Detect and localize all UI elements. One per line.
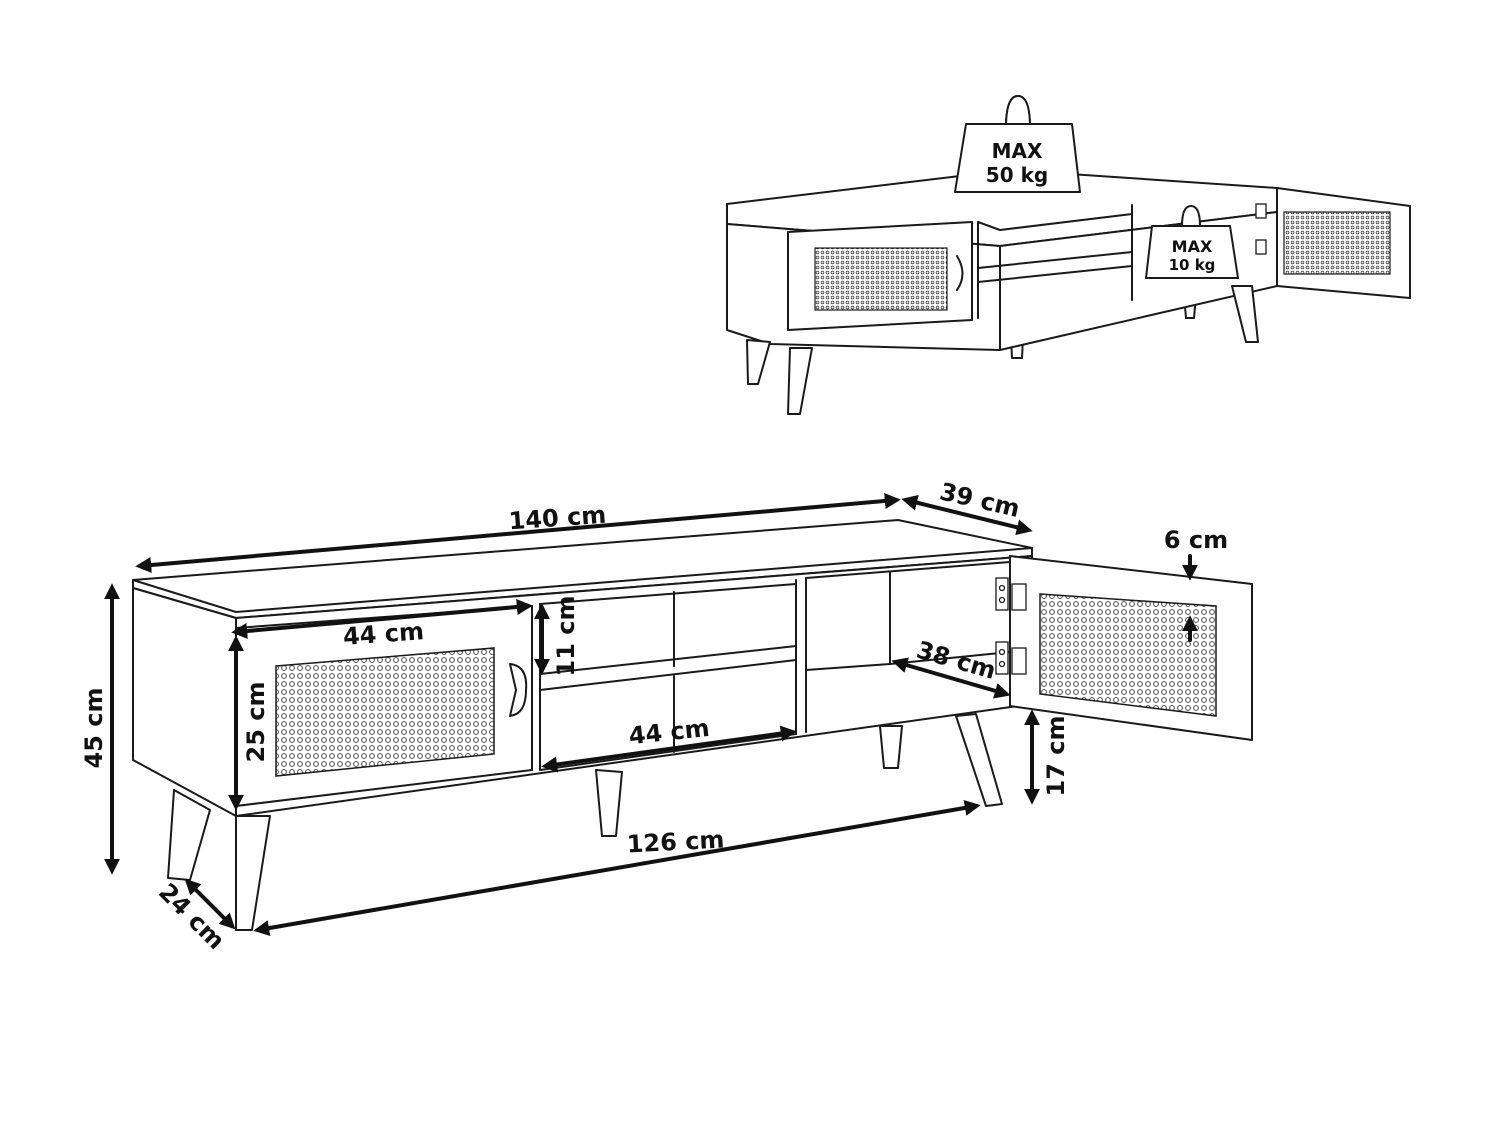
- hinge-small-bottom: [1255, 239, 1267, 255]
- weight-icon-10kg: MAX 10 kg: [1145, 205, 1239, 279]
- load-top-weight: 50 kg: [986, 163, 1048, 187]
- dim-line-shelf-width: [541, 725, 797, 773]
- leg-front-right: [1231, 285, 1259, 343]
- dim-line-depth: [901, 494, 1033, 536]
- label-door-thickness: 6 cm: [1164, 526, 1228, 554]
- leg-front-left-2-main: [235, 815, 271, 931]
- load-top-max: MAX: [992, 139, 1043, 163]
- label-door-width: 44 cm: [342, 617, 425, 651]
- label-leg-offset: 24 cm: [153, 878, 230, 955]
- dim-line-cabinet-depth: [891, 657, 1011, 699]
- hinge-small-top: [1255, 203, 1267, 219]
- label-door-height: 25 cm: [242, 682, 270, 763]
- dim-line-leg-offset: [184, 878, 236, 930]
- leg-front-left: [746, 339, 771, 385]
- dim-line-door-width: [231, 599, 533, 639]
- cane-panel-right: [1283, 211, 1391, 275]
- side-panel: [132, 587, 237, 817]
- weight-icon-50kg: MAX 50 kg: [954, 95, 1081, 193]
- label-leg-height: 17 cm: [1042, 716, 1070, 797]
- label-leg-span: 126 cm: [626, 825, 725, 858]
- leg-back-middle-main: [595, 769, 623, 837]
- dim-line-leg-span: [253, 800, 981, 936]
- hinge-top: [995, 577, 1027, 611]
- dim-line-total-width: [135, 493, 901, 573]
- load-shelf-weight: 10 kg: [1169, 256, 1216, 274]
- cane-panel-left-main: [275, 647, 495, 777]
- leg-front-left-main: [167, 789, 211, 881]
- handle-small: [956, 255, 964, 291]
- door-handle: [509, 663, 528, 717]
- cane-panel-right-main: [1039, 593, 1217, 717]
- dimension-lines: [104, 493, 1198, 936]
- load-shelf-max: MAX: [1172, 237, 1213, 256]
- cane-panel-left: [814, 247, 948, 311]
- leg-front-right-main: [955, 713, 1003, 807]
- perspective-view: MAX 50 kg MAX 10 kg: [726, 95, 1411, 415]
- leg-front-left-2: [787, 347, 813, 415]
- leg-back-right-main: [879, 725, 903, 769]
- label-height: 45 cm: [80, 688, 108, 769]
- label-shelf-gap: 11 cm: [552, 596, 580, 677]
- label-total-width: 140 cm: [508, 501, 607, 536]
